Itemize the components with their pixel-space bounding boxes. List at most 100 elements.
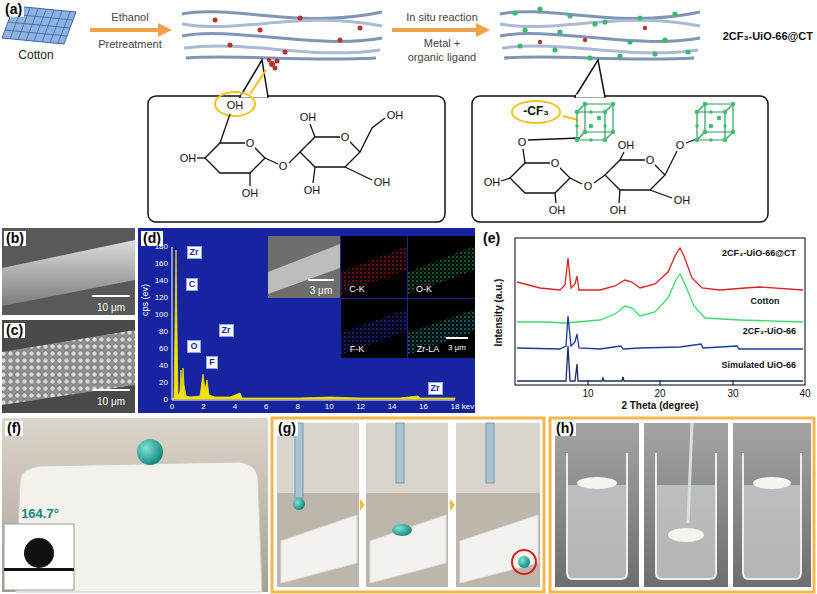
xrd-chart <box>517 346 803 381</box>
xrd-chart <box>478 228 815 413</box>
cellulose-structure <box>345 167 372 180</box>
modified-structure <box>620 152 624 160</box>
highlight-oval <box>215 92 255 116</box>
atom-label: OH <box>548 204 567 216</box>
droplet-photos <box>456 423 540 587</box>
scale-bar-label: 10 μm <box>97 396 125 407</box>
droplet-photos <box>293 498 305 510</box>
treated-fibers <box>182 12 382 19</box>
peak-label-box: C <box>186 278 199 291</box>
mof-particles <box>685 49 690 54</box>
peak-label-box: F <box>206 356 218 369</box>
treatment-dots <box>213 18 218 23</box>
step-label: organic ligand <box>408 51 477 63</box>
beaker-photos <box>744 485 800 578</box>
axis-tick: 20 <box>159 379 168 388</box>
eds-panel <box>268 236 340 298</box>
beaker-photos <box>733 423 811 587</box>
eds-panel <box>308 279 334 281</box>
cotton-sheet <box>5 30 67 36</box>
highlight-oval <box>250 70 266 94</box>
axis-tick: 120 <box>155 294 168 303</box>
beaker-photos <box>657 485 715 578</box>
map-label: F-K <box>349 345 366 355</box>
callout-box <box>576 95 604 98</box>
treatment-dots <box>258 28 263 33</box>
droplet-photos <box>360 499 365 511</box>
peak-label-box: Zr <box>187 246 202 259</box>
beaker-photos <box>550 418 814 592</box>
droplet-photos <box>366 423 448 587</box>
cellulose-structure <box>205 143 265 173</box>
atom-label: OH <box>226 99 245 111</box>
modified-structure <box>594 175 605 183</box>
box-text: Zr <box>190 248 199 257</box>
atom-label: O <box>245 137 256 149</box>
cellulose-structure <box>249 173 250 186</box>
treatment-dots <box>228 43 233 48</box>
process-arrow <box>90 28 160 32</box>
contact-angle-photo <box>137 439 163 465</box>
atom-label: OH <box>303 184 322 196</box>
axis-tick: 18 <box>451 403 460 412</box>
box-text: O <box>190 342 197 351</box>
beaker-photos <box>644 423 728 587</box>
droplet-photos <box>272 418 544 592</box>
treatment-dots <box>213 16 363 71</box>
curve-label: Cotton <box>751 297 780 307</box>
contact-angle-value: 164.7° <box>21 507 59 521</box>
modified-structure <box>650 190 672 198</box>
mof-particles <box>662 37 667 42</box>
axis-tick: 0 <box>164 396 168 405</box>
beaker-photos <box>753 477 791 489</box>
sem-image <box>2 228 135 315</box>
eds-panel <box>446 337 468 339</box>
mof-particles <box>552 47 557 52</box>
process-arrow <box>392 28 478 32</box>
cellulose-structure <box>197 114 385 186</box>
treated-fibers <box>182 33 382 41</box>
contact-angle-photo <box>2 418 268 592</box>
cellulose-structure <box>197 157 205 158</box>
droplet-photos <box>366 423 448 587</box>
eds-panel <box>408 309 475 355</box>
beaker-photos <box>668 528 704 542</box>
callout-box <box>148 60 768 222</box>
axis-tick: 60 <box>159 345 168 354</box>
callout-box <box>148 96 445 222</box>
box-text: Zr <box>431 384 440 393</box>
droplet-photos <box>456 423 540 587</box>
droplet-photos <box>396 423 404 483</box>
droplet-photos <box>370 515 446 583</box>
atom-label: O <box>675 139 686 151</box>
treatment-dots <box>358 26 363 31</box>
treatment-dots <box>275 59 280 64</box>
axis-tick: 0 <box>170 403 174 412</box>
map-label: C-K <box>348 285 366 295</box>
beaker-photos <box>550 418 814 592</box>
mof-particles <box>557 29 562 34</box>
droplet-photos <box>366 423 448 493</box>
axis-tick: 180 <box>155 243 168 252</box>
axis-tick: 20 <box>654 388 665 399</box>
axis-tick: 6 <box>264 403 268 412</box>
mof-particles <box>517 43 522 48</box>
droplet-photos <box>277 423 359 587</box>
axis-tick: 8 <box>296 403 300 412</box>
mof-particles <box>627 39 632 44</box>
droplet-photos <box>277 423 359 587</box>
mof-particles <box>652 51 657 56</box>
beaker-photos <box>555 423 639 587</box>
peak-label-box: Zr <box>219 324 234 337</box>
eds-panel <box>408 246 475 294</box>
curve-label: Simulated UiO-66 <box>721 361 796 371</box>
xrd-chart <box>478 228 815 413</box>
beaker-photos <box>733 423 811 587</box>
xrd-chart <box>517 248 803 290</box>
step-label: In situ reaction <box>406 11 478 23</box>
droplet-photos <box>272 418 544 592</box>
modified-structure <box>665 151 677 175</box>
mof-fibers <box>502 46 698 53</box>
cellulose-structure <box>265 158 278 164</box>
atom-label: OH <box>241 187 260 199</box>
